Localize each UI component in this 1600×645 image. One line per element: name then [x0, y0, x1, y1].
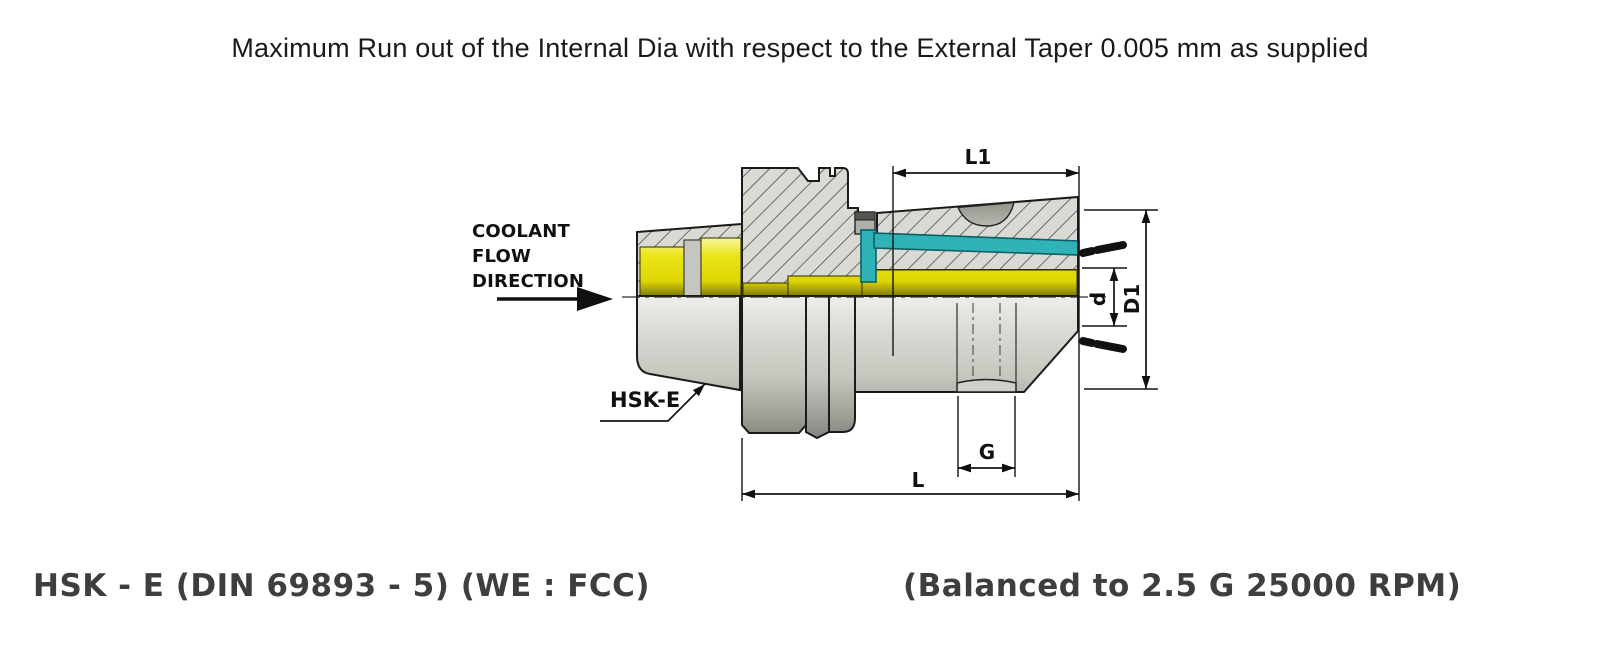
wrench-groove	[956, 303, 1017, 393]
coolant-flow-label-line2: FLOW	[472, 246, 532, 267]
nut-top-groove	[956, 201, 1015, 227]
figure-title: Maximum Run out of the Internal Dia with…	[231, 33, 1369, 63]
dim-label-L1: L1	[964, 145, 992, 169]
dim-label-L: L	[911, 468, 925, 492]
part-label-leader-arrow	[600, 383, 706, 422]
coolant-nozzles	[1079, 241, 1127, 353]
coolant-flow-label-line1: COOLANT	[472, 221, 570, 242]
bore-yellow-section	[639, 237, 1078, 297]
footer-balance-spec: (Balanced to 2.5 G 25000 RPM)	[903, 568, 1462, 604]
coolant-flow-label: COOLANT FLOW DIRECTION	[472, 219, 584, 294]
coolant-flow-arrow-icon	[497, 287, 613, 311]
footer-model-designation: HSK - E (DIN 69893 - 5) (WE : FCC)	[33, 568, 651, 604]
dimension-lines	[741, 166, 1158, 501]
coolant-flow-label-line3: DIRECTION	[472, 271, 585, 292]
part-label: HSK-E	[610, 388, 681, 412]
dim-label-d: d	[1086, 291, 1110, 307]
dim-label-D1: D1	[1120, 283, 1144, 315]
dim-label-G: G	[978, 440, 996, 464]
coolant-plug-cap	[854, 211, 876, 221]
external-bottom-half	[636, 295, 1079, 440]
